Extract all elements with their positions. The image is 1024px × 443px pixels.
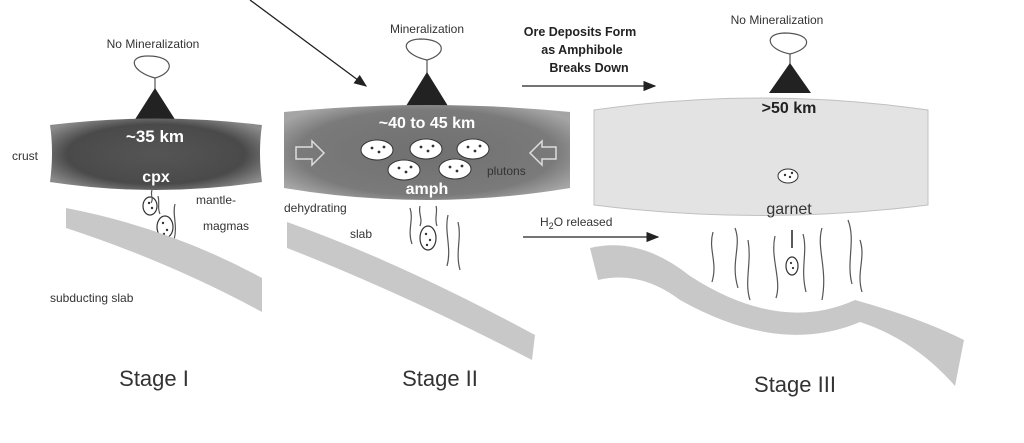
stage3-water-trail [819,227,825,301]
stage3-mineral-label: garnet [766,201,812,218]
stage2-depth-label: ~40 to 45 km [379,115,476,132]
transition-water-released: H2O released [523,215,660,243]
stage1-volcano-icon [134,88,176,121]
stage2-magma-trail [457,221,461,271]
stage1-crust-body [50,118,262,190]
stage2-magma-trail [435,205,438,227]
stage3-title: Stage III [754,372,836,397]
stage-2: Mineralization ~40 to 45 km amph plutons [284,22,570,391]
transition-ore-deposits: Ore Deposits Form as Amphibole Breaks Do… [522,25,657,92]
stage-1: No Mineralization ~35 km cpx crust mantl… [12,37,262,391]
ore-deposits-line1: Ore Deposits Form [524,25,637,39]
stage1-mineralization-label: No Mineralization [107,37,200,51]
stage1-magma-dot [150,206,154,210]
stage2-magma-blob [419,225,437,251]
stage2-tether-loop [405,38,442,76]
stage1-subducting-slab [66,208,262,312]
stage1-crust-label: crust [12,149,39,163]
stage-3: No Mineralization >50 km garnet Stage II… [590,13,964,397]
stage2-slab-label: slab [350,227,372,241]
stage2-magma-trail [418,205,422,227]
stage1-magma-trail [150,189,153,204]
pluton-icon [360,139,394,161]
stage1-slab-label: subducting slab [50,291,134,305]
stage3-garnet-blob [777,168,799,184]
left-compression-arrow-icon [295,139,326,167]
right-compression-arrow-icon [528,139,557,167]
stage2-mineralization-label: Mineralization [390,22,464,36]
stage1-tether-loop [133,55,170,93]
stage3-water-trail [859,239,863,293]
stage1-magma-dot [165,228,169,232]
stage3-volcano-icon [769,63,811,93]
stage2-magma-trail [409,207,413,245]
stage1-title: Stage I [119,366,189,391]
pointer-arrow [249,0,368,87]
stage1-mineral-label: cpx [142,169,170,186]
stage3-tether-loop [769,32,808,70]
stage3-water-trail [847,219,853,285]
stage1-magma-trail [173,203,177,241]
stage3-water-trail [773,235,779,299]
pluton-dots [370,144,482,174]
stage3-magma-blob [785,256,799,276]
plutons-cluster [360,138,490,181]
pluton-icon [456,138,490,160]
stage2-title: Stage II [402,366,478,391]
stage3-crust-body [593,97,929,216]
water-released-label: H2O released [540,215,612,231]
stage1-magma-dot [161,221,165,225]
stage1-magma-trail [157,195,161,215]
stage1-magma-label-line2: magmas [203,219,249,233]
stage1-magma-label-line1: mantle- [196,193,236,207]
pluton-icon [387,159,421,181]
stage3-depth-label: >50 km [762,100,817,117]
stage2-dehydrating-label: dehydrating [284,201,347,215]
stage1-magma-dot [147,201,151,205]
ore-deposits-line2: as Amphibole [541,43,623,57]
stage2-volcano-icon [406,72,448,106]
stage2-plutons-label: plutons [487,164,526,178]
stage3-mineralization-label: No Mineralization [731,13,824,27]
pluton-icon [409,138,443,160]
stage1-magma-blob-upper [142,196,158,216]
stage3-water-trail [802,233,807,293]
stage2-subducting-slab [287,222,535,360]
stage3-water-trail [747,239,751,301]
stage3-water-trail [734,227,739,289]
stage3-water-trail [710,231,715,283]
ore-deposits-line3: Breaks Down [549,61,628,75]
stage2-mineral-label: amph [406,181,449,198]
stage1-depth-label: ~35 km [126,127,184,146]
pluton-icon [438,158,472,180]
stage3-subducting-slab [590,245,964,386]
stage2-magma-trail [446,214,450,267]
